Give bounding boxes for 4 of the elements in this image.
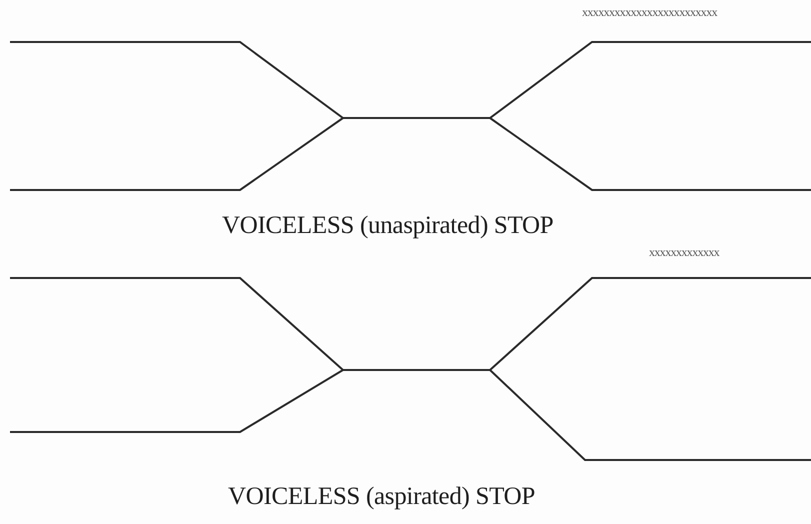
voicing-marks: xxxxxxxxxxxxxxxxxxxxxxxxx — [582, 6, 718, 18]
caption: VOICELESS (unaspirated) STOP — [222, 213, 554, 238]
caption: VOICELESS (aspirated) STOP — [228, 484, 535, 509]
voicing-marks: xxxxxxxxxxxxx — [649, 246, 720, 258]
